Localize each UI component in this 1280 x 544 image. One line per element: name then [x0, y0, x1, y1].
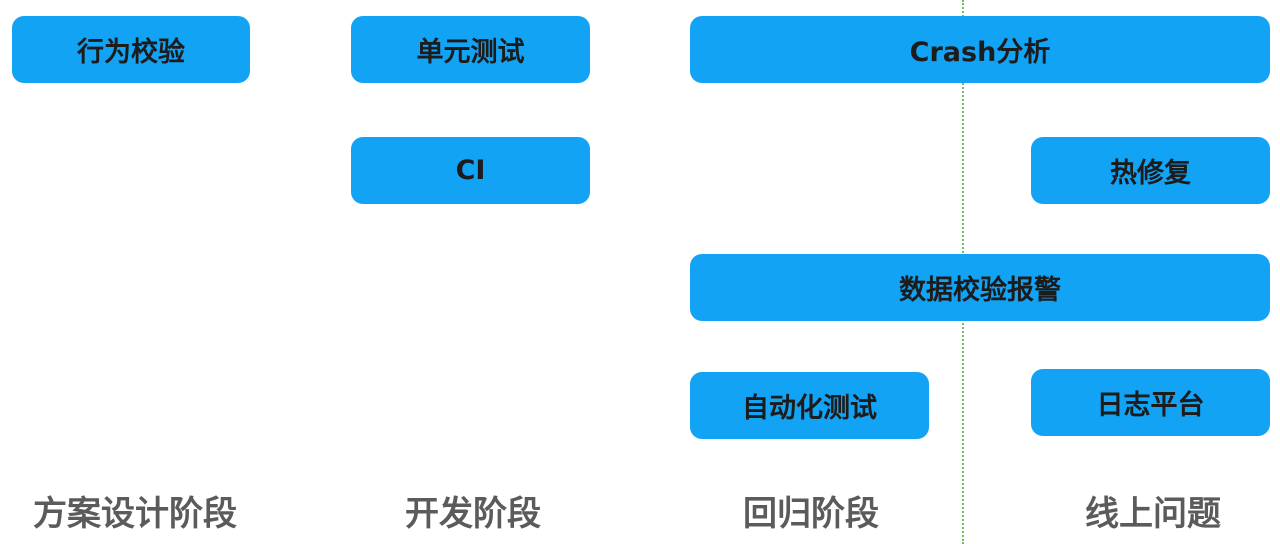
- box-unit-test: 单元测试: [351, 16, 590, 83]
- box-behavior-check: 行为校验: [12, 16, 250, 83]
- box-ci: CI: [351, 137, 590, 204]
- stage-label-regression: 回归阶段: [743, 494, 879, 534]
- box-data-check-alert: 数据校验报警: [690, 254, 1270, 321]
- box-crash-analysis: Crash分析: [690, 16, 1270, 83]
- stage-label-design: 方案设计阶段: [33, 494, 237, 534]
- box-auto-test: 自动化测试: [690, 372, 929, 439]
- box-hotfix: 热修复: [1031, 137, 1270, 204]
- box-log-platform: 日志平台: [1031, 369, 1270, 436]
- stage-label-online: 线上问题: [1085, 494, 1221, 534]
- stage-label-development: 开发阶段: [405, 494, 541, 534]
